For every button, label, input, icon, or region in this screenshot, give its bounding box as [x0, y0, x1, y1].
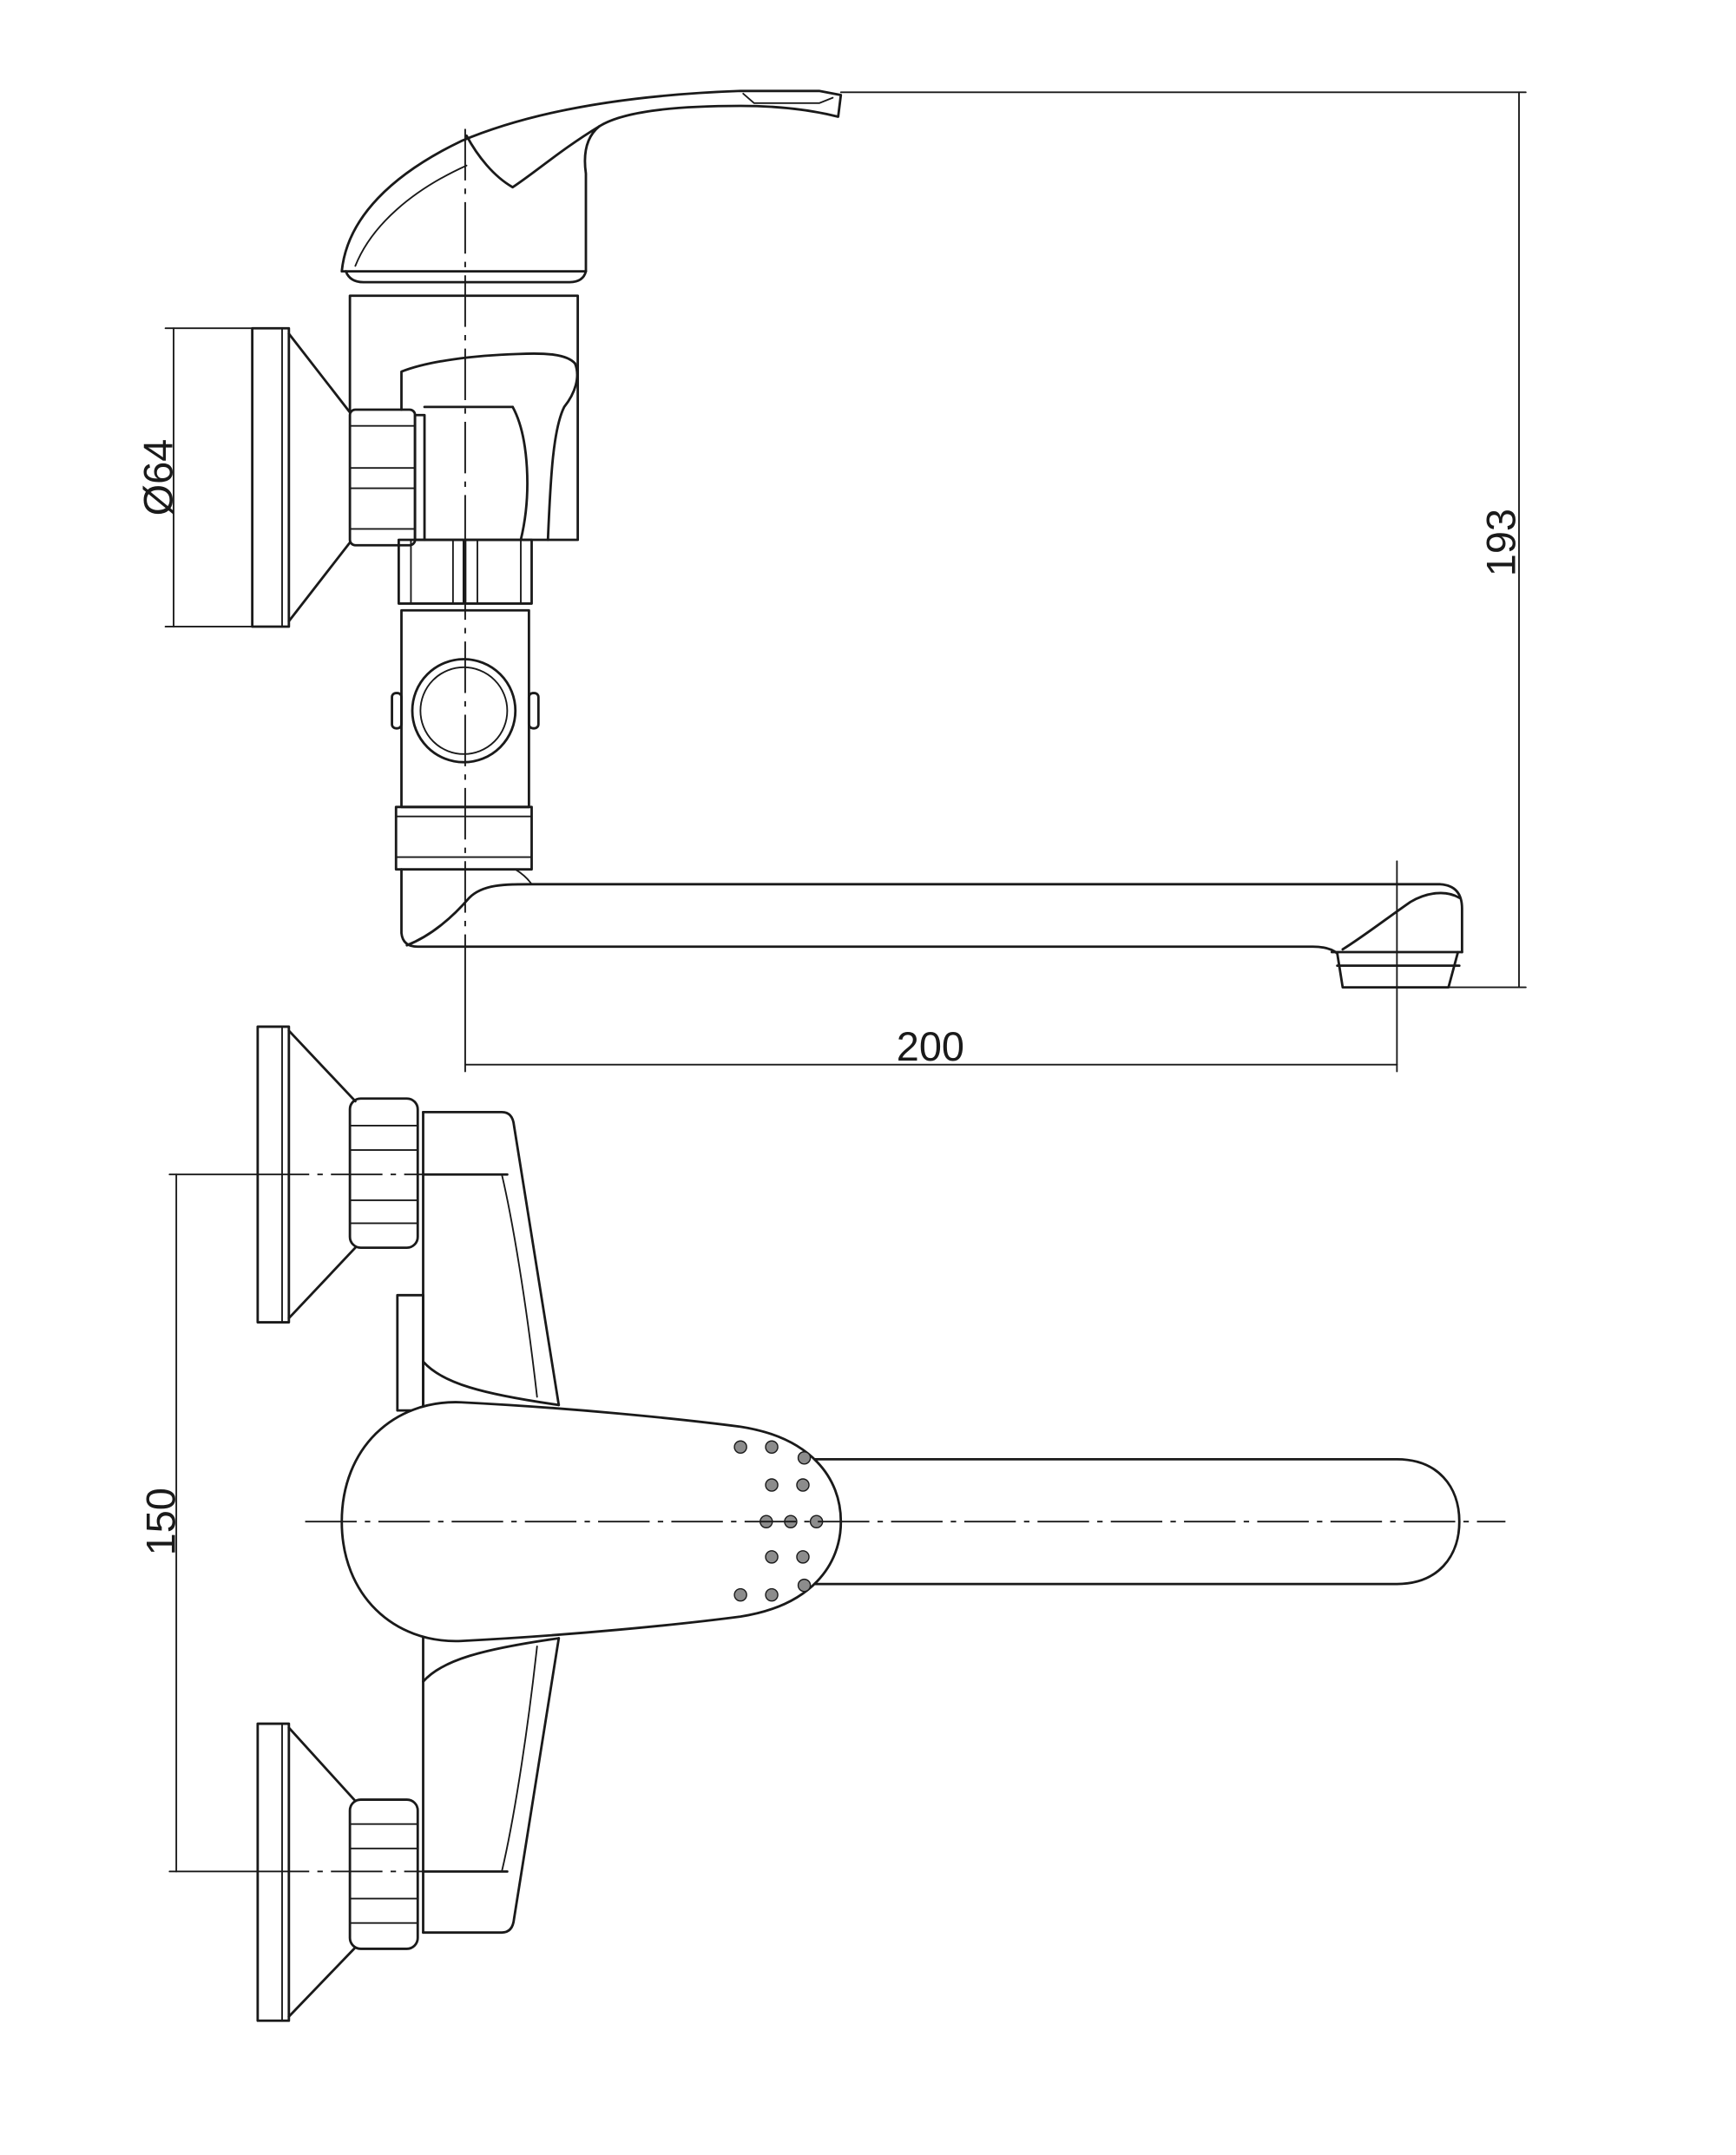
- side-swivel-nut-bands: [395, 815, 533, 858]
- side-spout-lower-edge: [400, 868, 1339, 955]
- grip-dot: [796, 1478, 810, 1492]
- side-spout: [400, 868, 1463, 989]
- side-diverter-knob-outer: [411, 658, 517, 764]
- center-distance-dimension: 150: [139, 1173, 424, 1873]
- side-swivel-nut: [394, 805, 533, 871]
- grip-dot: [733, 1587, 747, 1602]
- flange-diameter-label: Ø64: [135, 439, 181, 516]
- grip-dot: [765, 1478, 779, 1492]
- reach-dimension-label: 200: [897, 1024, 964, 1069]
- plan-view: 150: [139, 1025, 1506, 2022]
- side-lever-base-ring: [345, 270, 588, 284]
- side-nut-bands: [349, 424, 417, 530]
- plan-upper-eccentric-nut: [348, 1097, 419, 1249]
- side-flange-cone: [287, 332, 352, 623]
- side-connector-flats: [410, 539, 522, 605]
- side-connector-right: [464, 538, 533, 605]
- side-spout-upper-edge: [405, 883, 1463, 954]
- grip-dot: [797, 1578, 812, 1593]
- side-body-cover-right: [546, 362, 579, 542]
- plan-upper-flange-cone: [287, 1029, 357, 1320]
- plan-upper-arm-inner: [501, 1173, 538, 1398]
- side-lever-notch: [465, 124, 602, 189]
- plan-lower-nut-bands: [349, 1823, 419, 1924]
- side-nut-outline: [348, 408, 417, 547]
- plan-spout: [799, 1457, 1461, 1586]
- side-swivel-nut-outline: [394, 805, 533, 871]
- side-lever-outline: [340, 89, 843, 273]
- height-dimension-label: 193: [1478, 509, 1523, 576]
- side-body-cover-curve: [511, 405, 529, 542]
- grip-dot: [765, 1440, 779, 1455]
- side-spout-nut-fillet: [514, 868, 533, 885]
- plan-lower-eccentric-nut: [348, 1798, 419, 1950]
- side-diverter-tab-right: [527, 692, 540, 730]
- plan-lower-arm-outer: [422, 1637, 561, 1935]
- grip-dot: [765, 1587, 779, 1602]
- plan-mixer-body: [396, 1110, 561, 1935]
- plan-upper-nut-bands: [349, 1125, 419, 1225]
- side-eccentric-nut: [348, 408, 426, 547]
- side-body-outline: [348, 294, 580, 542]
- plan-lower-nut-outline: [348, 1798, 419, 1950]
- plan-lower-body-fillet: [422, 1637, 561, 1683]
- side-body-cover-top: [400, 352, 576, 411]
- side-lever-inner-contour: [354, 164, 468, 267]
- plan-diverter-knob: [396, 1293, 424, 1412]
- grip-dot: [796, 1550, 810, 1564]
- reach-dimension: 200: [464, 860, 1398, 1073]
- side-lever-tip-detail: [742, 92, 834, 104]
- side-view: Ø64 193 200: [135, 89, 1527, 1073]
- grip-dot: [765, 1550, 779, 1564]
- side-diverter-knob-inner: [419, 666, 509, 755]
- height-dimension: 193: [839, 91, 1527, 989]
- plan-lower-arm-inner: [501, 1646, 538, 1873]
- side-diverter-tab-left: [391, 692, 403, 730]
- side-nut-collar: [413, 413, 426, 542]
- grip-dot: [733, 1440, 747, 1455]
- grip-dot: [797, 1451, 812, 1465]
- plan-lower-flange-cone: [287, 1726, 357, 2018]
- side-lever-handle: [340, 89, 843, 284]
- side-connector-left: [397, 538, 465, 605]
- side-wall-flange: [251, 326, 352, 628]
- plan-upper-body-fillet: [422, 1360, 561, 1407]
- side-flange-plate: [251, 326, 291, 628]
- plan-upper-arm-outer: [422, 1110, 561, 1407]
- center-distance-label: 150: [139, 1488, 184, 1555]
- flange-diameter-dimension: Ø64: [135, 327, 253, 627]
- side-spout-outlet-curve: [1341, 891, 1461, 951]
- plan-upper-nut-outline: [348, 1097, 419, 1249]
- side-mixer-body: [348, 294, 580, 542]
